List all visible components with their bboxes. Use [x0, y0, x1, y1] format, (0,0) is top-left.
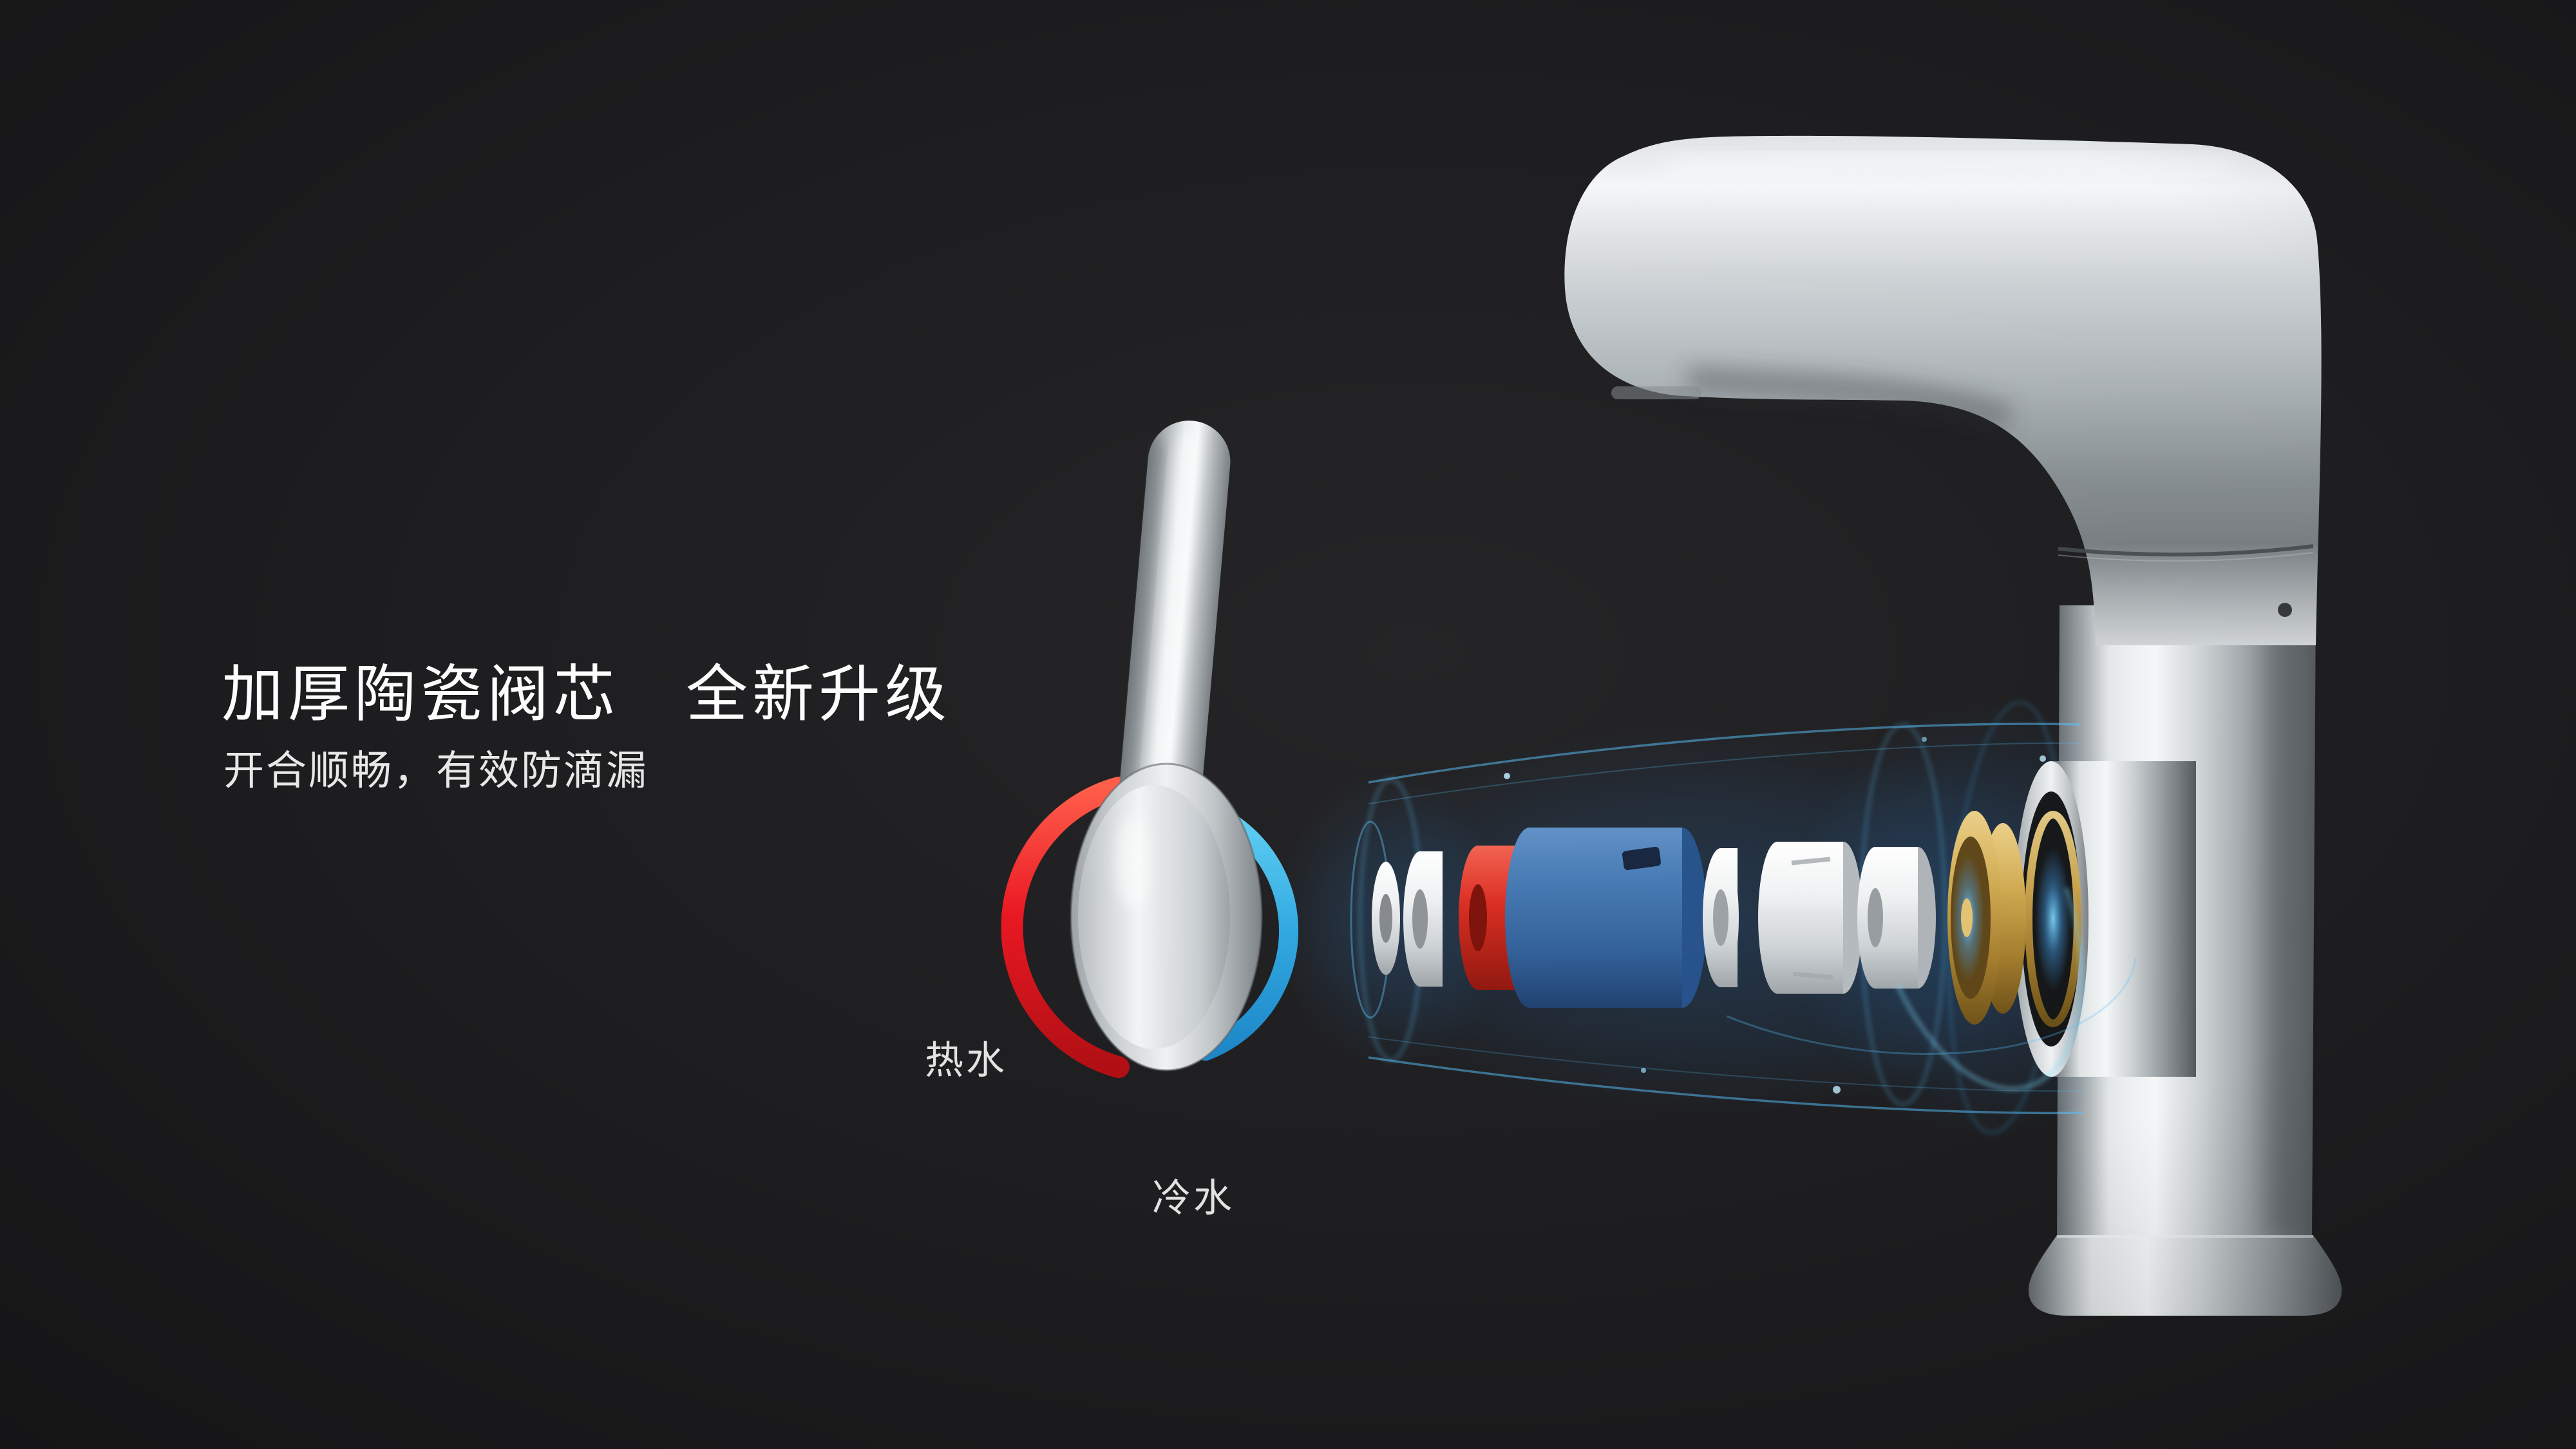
sparkle-3 — [2040, 755, 2046, 762]
housing-brass-ring — [2025, 811, 2081, 1027]
column-seam-glint — [2058, 552, 2314, 562]
page-subtitle: 开合顺畅，有效防滴漏 — [223, 748, 649, 793]
tube-line-bottom-2 — [1368, 1036, 2084, 1092]
exploded-parts — [1372, 811, 2026, 1025]
sparkle-4 — [1641, 1068, 1646, 1073]
seal-ring-small — [1372, 862, 1400, 975]
sparkle-2 — [1833, 1086, 1841, 1094]
lever-highlight — [1146, 435, 1197, 834]
red-seal-hole — [1469, 884, 1487, 951]
housing-inner-glow — [2035, 847, 2071, 991]
brass-seat — [1947, 811, 2026, 1025]
swirl-arc-right — [1866, 744, 2083, 1091]
spout-outlet — [1611, 386, 1701, 399]
cam-face — [1758, 842, 1797, 994]
column-dot — [2278, 603, 2292, 617]
page-title: 加厚陶瓷阀芯 全新升级 — [222, 660, 951, 729]
cold-water-label: 冷水 — [1152, 1177, 1235, 1220]
tube-line-bottom — [1368, 1056, 2084, 1115]
handle-lever — [1115, 421, 1231, 870]
cartridge-housing — [2014, 761, 2196, 1077]
cam-notch-2 — [1792, 971, 1833, 980]
handle-cap — [1070, 762, 1263, 1072]
sparkle-1 — [1504, 773, 1510, 779]
ceramic-disc — [1703, 848, 1739, 987]
gasket-hole — [1412, 889, 1428, 949]
sparkle-5 — [1922, 737, 1927, 742]
faucet-body — [1564, 135, 2342, 1316]
lever-shade — [1121, 442, 1163, 828]
column-seam-line — [2058, 544, 2314, 557]
faucet-base — [2028, 1235, 2342, 1316]
energy-swirls — [1504, 737, 2137, 1094]
brass-hub — [1961, 898, 1973, 937]
column-shade — [2264, 609, 2298, 1236]
cartridge-slot — [1622, 846, 1662, 871]
cap-rim — [1070, 762, 1263, 1072]
spout-top-highlight — [1664, 149, 2236, 180]
spout-underside-shade — [1686, 367, 2013, 430]
cartridge-face — [1505, 828, 1554, 1008]
retainer-disc — [1857, 847, 1936, 989]
disc-hole — [1713, 889, 1728, 946]
swirl-arc-wide — [1598, 787, 2137, 1055]
tube-line-top-2 — [1368, 742, 2081, 804]
ceramic-cartridge — [1505, 828, 1707, 1008]
handle-assembly — [1001, 421, 1299, 1078]
cam-notch-1 — [1791, 857, 1831, 866]
gasket-ring — [1403, 851, 1443, 987]
seal-ring-small-hole — [1379, 894, 1392, 943]
hot-water-label: 热水 — [925, 1039, 1007, 1082]
cam-disc — [1758, 842, 1862, 994]
cap-glint — [1115, 815, 1149, 908]
retainer-hole — [1868, 888, 1883, 947]
hot-water-arc — [1001, 777, 1130, 1078]
cap-dome — [1078, 785, 1230, 1049]
